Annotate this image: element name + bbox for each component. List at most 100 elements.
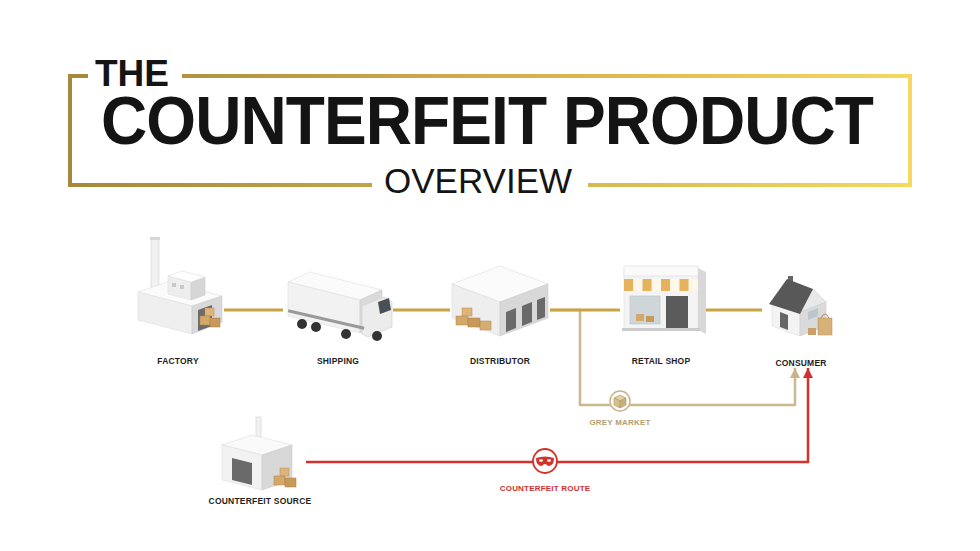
shop-side [698,268,706,334]
shopping-bag [818,318,832,335]
awning-stripe [680,279,689,291]
building-wall [222,445,262,490]
awning-stripe [643,279,652,291]
dock-door [506,308,516,332]
node-label: DISTRIBUTOR [470,356,530,366]
windshield [378,298,391,314]
connector-label: COUNTERFEIT ROUTE [500,484,591,494]
container-side [288,282,360,333]
dock-door [522,302,532,326]
box-symbol [620,398,626,408]
house-chimney [788,276,793,286]
mask-eye [547,459,551,462]
house-illustration [769,276,832,336]
node-label: SHIPPING [317,356,359,366]
house-door [780,312,788,330]
counterfeit-icon [533,449,557,473]
garage-door [198,305,212,331]
garage-door [232,458,252,485]
chassis [288,309,365,329]
shop-facade [624,268,698,330]
building-wall [262,445,292,490]
cardboard-box [646,316,654,322]
shop-door [666,296,688,328]
cardboard-box [205,308,214,316]
shop-window [630,296,660,324]
mask-symbol [536,457,554,467]
flow-connector [702,309,762,312]
title-label: THE [95,55,169,92]
house-roof [769,279,813,314]
counterfeit-factory-illustration [222,417,296,490]
cardboard-box [210,318,220,327]
node-label: RETAIL SHOP [632,356,691,366]
house-window [808,308,818,320]
factory-illustration [138,237,222,334]
truck-cab [362,297,392,337]
connector-label: GREY MARKET [589,418,650,428]
wheel [311,322,321,332]
diagram-title: COUNTERFEIT PRODUCT [101,86,873,154]
house-wall [772,302,800,336]
wheel [372,331,382,341]
awning-stripe [652,279,661,291]
icon-circle [610,391,630,411]
cardboard-box [274,476,285,485]
dock-door [537,297,545,320]
stage-node: FACTORY [132,232,224,366]
awning-stripe [689,279,698,291]
flow-connector [306,368,808,462]
stage-node: COUNTERFEIT SOURCE [214,412,306,506]
cardboard-box [636,314,644,321]
building-annex [168,271,205,282]
stage-node: RETAIL SHOP [620,262,702,366]
cardboard-box [280,468,289,476]
cardboard-box [285,478,296,487]
box-symbol [614,395,626,401]
title-label: OVERVIEW [384,163,572,198]
node-label: COUNTERFEIT SOURCE [209,496,312,506]
cardboard-box [808,328,816,335]
warehouse-wall [500,284,548,336]
flow-connector [393,309,450,312]
shop-base [622,328,700,331]
cardboard-box [480,321,491,330]
container-end [360,290,382,333]
mask-eye [539,459,543,462]
house-gable [800,289,826,312]
cardboard-box [456,316,468,325]
cardboard-box [200,316,210,325]
cardboard-box [462,308,472,316]
icon-circle [533,449,557,473]
wheel [341,329,351,339]
container-top [288,272,382,300]
chimney [256,417,261,445]
flow-connector [224,309,283,312]
bag-handle [821,314,829,318]
awning-stripe [624,279,633,291]
building-wall [138,292,192,334]
box-symbol [614,398,620,408]
building-annex [191,277,205,300]
awning-stripe [670,279,679,291]
building-roof [222,435,292,455]
window [180,285,184,289]
cardboard-box [468,318,480,327]
stage-node: CONSUMER [762,262,840,368]
node-label: CONSUMER [775,358,826,368]
stage-node: SHIPPING [283,262,393,366]
node-label: FACTORY [157,356,199,366]
house-wall [800,302,826,336]
chimney [150,237,160,240]
warehouse-illustration [452,266,548,336]
building-wall [192,296,222,334]
warehouse-wall [452,284,500,336]
building-annex [168,276,191,300]
stage-node: DISTRIBUTOR [450,262,550,366]
wheel [297,319,307,329]
warehouse-roof [452,266,548,302]
awning-stripe [661,279,670,291]
shop-illustration [622,266,706,334]
flow-connector [550,310,795,405]
